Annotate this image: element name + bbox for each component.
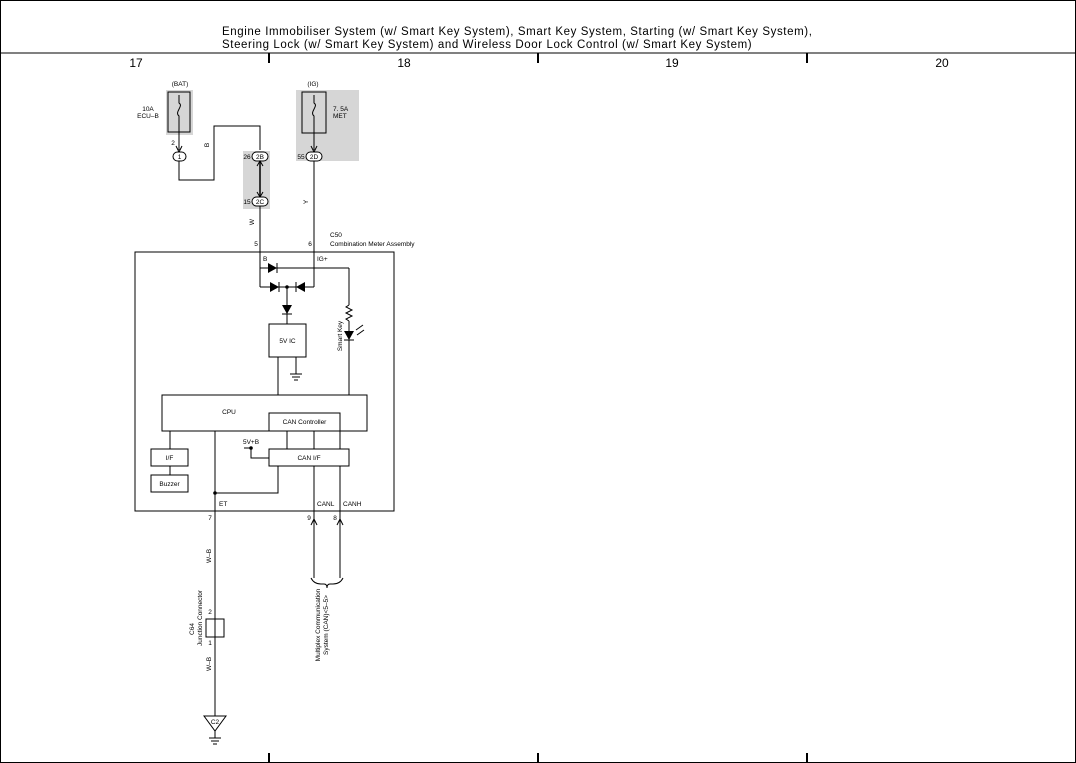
arrow-icon [336,517,344,526]
wire-color-w: W [249,218,256,225]
wire-color-wb-lower: W–B [206,657,213,671]
arrow-icon [310,517,318,526]
fuse-bat-pin: 2 [171,140,175,147]
column-number: 17 [129,56,143,70]
regulator-label: 5V IC [279,338,296,345]
wire-color-b: B [204,143,211,147]
meter-label-et: ET [219,501,227,508]
can-interface-label: CAN I/F [297,455,320,462]
connector-2b-pin: 26 [243,154,251,161]
meter-label-canl: CANL [317,501,335,508]
meter-label-ig: IG+ [317,256,328,263]
fuse-ig-name: MET [333,113,347,120]
diagram-title-line1: Engine Immobiliser System (w/ Smart Key … [222,26,812,38]
arrow-icon [256,160,264,167]
can-system-label-1: Multiplex Communication [315,588,322,661]
meter-label-canh: CANH [343,501,362,508]
ground-point-icon [203,715,227,732]
wire-color-wb-upper: W–B [206,549,213,563]
connector-2b-label: 2B [256,154,264,161]
meter-name: Combination Meter Assembly [330,241,415,248]
column-number: 18 [397,56,411,70]
fuse-element-icon [312,95,316,133]
diagram-title-line2: Steering Lock (w/ Smart Key System) and … [222,39,752,51]
fuse-bat-name: ECU–B [137,113,159,120]
connector-1-label: 1 [178,154,182,161]
ig-source-label: (IG) [307,81,318,88]
connector-2c-label: 2C [256,199,265,206]
wire-color-y: Y [303,199,310,204]
c64-name: Junction Connector [197,589,204,646]
fuse-met-shade [296,90,359,161]
wire-segment [250,448,269,459]
can-controller-label: CAN Controller [283,419,328,426]
connector-2d-pin: 55 [297,154,305,161]
connector-2c-pin: 15 [243,199,251,206]
wire-b [178,125,261,181]
fuse-element-icon [177,95,181,132]
c64-pin-top: 2 [208,609,212,616]
junction-dot [213,491,217,495]
column-number: 19 [665,56,679,70]
meter-pin-b: 5 [254,241,258,248]
column-number: 20 [935,56,949,70]
resistor-icon [344,304,354,322]
meter-code: C50 [330,232,342,239]
meter-label-b: B [263,256,267,263]
c64-code: C64 [189,623,196,635]
combination-meter-box [134,251,395,512]
diode-icon [268,263,277,273]
buzzer-block [150,474,189,493]
fuse-bat-rating: 10A [142,106,154,113]
meter-pin-canh: 8 [333,515,337,522]
meter-pin-ig: 6 [308,241,312,248]
cpu-label: CPU [222,409,236,416]
connector-2d-label: 2D [310,154,319,161]
meter-pin-canl: 9 [307,515,311,522]
can-controller [268,412,341,432]
diode-icon [296,282,305,292]
meter-pin-et: 7 [208,515,212,522]
light-ray-icon [355,324,364,331]
ground-label: C2 [211,719,220,726]
fuse-ig-rating: 7. 5A [333,106,349,113]
c64-pin-bottom: 1 [208,640,212,647]
interface-label: I/F [166,455,174,462]
bat-source-label: (BAT) [172,81,189,88]
light-ray-icon [356,329,365,336]
regulator-5v-ic [268,323,307,358]
buzzer-label: Buzzer [159,481,180,488]
led-icon [344,331,354,340]
diode-icon [282,305,292,314]
diode-icon [270,282,279,292]
vcc-label: 5V+B [243,439,259,446]
smart-key-label: Smart Key [337,320,344,351]
can-system-label-2: System (CAN)<5–5> [323,595,330,655]
can-brace-icon [310,577,344,589]
wire-segment [215,466,279,494]
